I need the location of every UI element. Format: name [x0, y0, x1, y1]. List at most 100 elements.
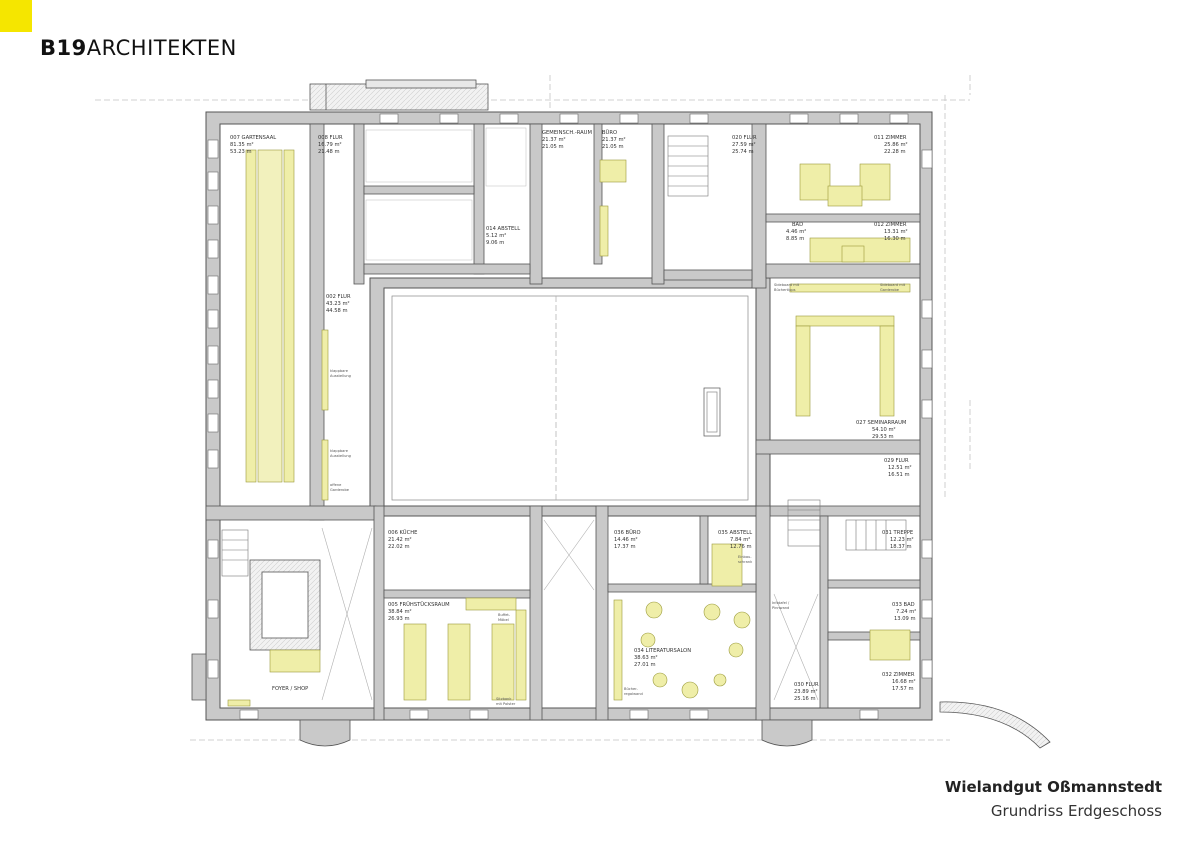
svg-text:8.85 m: 8.85 m — [786, 236, 804, 242]
svg-text:4.46 m²: 4.46 m² — [786, 229, 806, 235]
svg-text:22.02 m: 22.02 m — [388, 544, 410, 550]
note-buecher: Bücher-regalwand — [624, 687, 643, 696]
svg-text:Garderobe: Garderobe — [330, 488, 350, 492]
svg-text:031 TREPPE: 031 TREPPE — [882, 530, 913, 536]
svg-text:23.89 m²: 23.89 m² — [794, 689, 818, 695]
svg-text:Garderobe: Garderobe — [880, 288, 900, 292]
brand-logo: B19ARCHITEKTEN — [40, 36, 237, 60]
svg-text:020 FLUR: 020 FLUR — [732, 135, 757, 141]
svg-text:BÜRO: BÜRO — [602, 129, 617, 136]
svg-text:17.37 m: 17.37 m — [614, 544, 636, 550]
window-niches — [207, 113, 933, 720]
svg-text:Büchertipps: Büchertipps — [774, 288, 796, 292]
note-buffet: Buffet-Möbel — [498, 613, 511, 622]
drawing-subtitle: Grundriss Erdgeschoss — [990, 802, 1162, 820]
svg-text:12.51 m²: 12.51 m² — [888, 465, 912, 471]
svg-text:GEMEINSCH.-RAUM: GEMEINSCH.-RAUM — [542, 130, 592, 136]
svg-text:44.58 m: 44.58 m — [326, 308, 348, 314]
svg-text:008 FLUR: 008 FLUR — [318, 135, 343, 141]
note-einbau: Einbau-schrank — [738, 555, 753, 564]
svg-text:14.46 m²: 14.46 m² — [614, 537, 638, 543]
svg-text:036 BÜRO: 036 BÜRO — [614, 529, 641, 536]
svg-text:7.84 m²: 7.84 m² — [730, 537, 750, 543]
svg-text:17.57 m: 17.57 m — [892, 686, 914, 692]
svg-text:027 SEMINARRAUM: 027 SEMINARRAUM — [856, 420, 906, 426]
svg-text:25.86 m²: 25.86 m² — [884, 142, 908, 148]
svg-text:Infotafel /: Infotafel / — [772, 601, 790, 605]
svg-text:klappbare: klappbare — [330, 369, 349, 373]
svg-text:43.23 m²: 43.23 m² — [326, 301, 350, 307]
svg-text:032 ZIMMER: 032 ZIMMER — [882, 672, 915, 678]
svg-text:Ausstellung: Ausstellung — [330, 454, 351, 458]
svg-text:13.09 m: 13.09 m — [894, 616, 916, 622]
svg-text:53.23 m: 53.23 m — [230, 149, 252, 155]
corridor-marks — [321, 519, 819, 701]
svg-text:12.23 m²: 12.23 m² — [890, 537, 914, 543]
entrance-canopy — [309, 79, 489, 111]
project-title: Wielandgut Oßmannstedt — [944, 778, 1162, 796]
south-bays — [191, 653, 813, 747]
svg-text:21.37 m²: 21.37 m² — [602, 137, 626, 143]
svg-text:21.42 m²: 21.42 m² — [388, 537, 412, 543]
svg-text:16.51 m: 16.51 m — [888, 472, 910, 478]
svg-text:Bücher-: Bücher- — [624, 687, 638, 691]
svg-text:38.84 m²: 38.84 m² — [388, 609, 412, 615]
outside-ramp — [939, 701, 1051, 749]
svg-text:21.05 m: 21.05 m — [542, 144, 564, 150]
svg-text:Möbel: Möbel — [498, 618, 509, 622]
svg-text:22.28 m: 22.28 m — [884, 149, 906, 155]
brand-accent-square — [0, 0, 32, 32]
note-infotafel: Infotafel /Pinnwand — [772, 601, 790, 610]
svg-text:12.76 m: 12.76 m — [730, 544, 752, 550]
svg-text:002 FLUR: 002 FLUR — [326, 294, 351, 300]
svg-text:Einbau-: Einbau- — [738, 555, 752, 559]
svg-text:25.16 m: 25.16 m — [794, 696, 816, 702]
svg-text:Sideboard mit: Sideboard mit — [774, 283, 800, 287]
svg-text:29.53 m: 29.53 m — [872, 434, 894, 440]
svg-text:006 KÜCHE: 006 KÜCHE — [388, 529, 417, 536]
svg-text:21.37 m²: 21.37 m² — [542, 137, 566, 143]
svg-text:007 GARTENSAAL: 007 GARTENSAAL — [230, 135, 276, 141]
drawing-title-block: Wielandgut Oßmannstedt Grundriss Erdgesc… — [945, 778, 1162, 820]
svg-text:033 BAD: 033 BAD — [892, 602, 915, 608]
svg-text:5.12 m²: 5.12 m² — [486, 233, 506, 239]
svg-text:FOYER / SHOP: FOYER / SHOP — [272, 686, 308, 692]
svg-text:38.63 m²: 38.63 m² — [634, 655, 658, 661]
svg-text:81.35 m²: 81.35 m² — [230, 142, 254, 148]
interior-walls — [205, 123, 921, 721]
courtyard — [391, 295, 749, 501]
svg-text:014 ABSTELL: 014 ABSTELL — [486, 226, 520, 232]
svg-text:030 FLUR: 030 FLUR — [794, 682, 819, 688]
svg-text:029 FLUR: 029 FLUR — [884, 458, 909, 464]
svg-text:54.10 m²: 54.10 m² — [872, 427, 896, 433]
svg-text:18.37 m: 18.37 m — [890, 544, 912, 550]
svg-text:Sitzbank: Sitzbank — [496, 697, 512, 701]
wc-area — [365, 127, 527, 261]
